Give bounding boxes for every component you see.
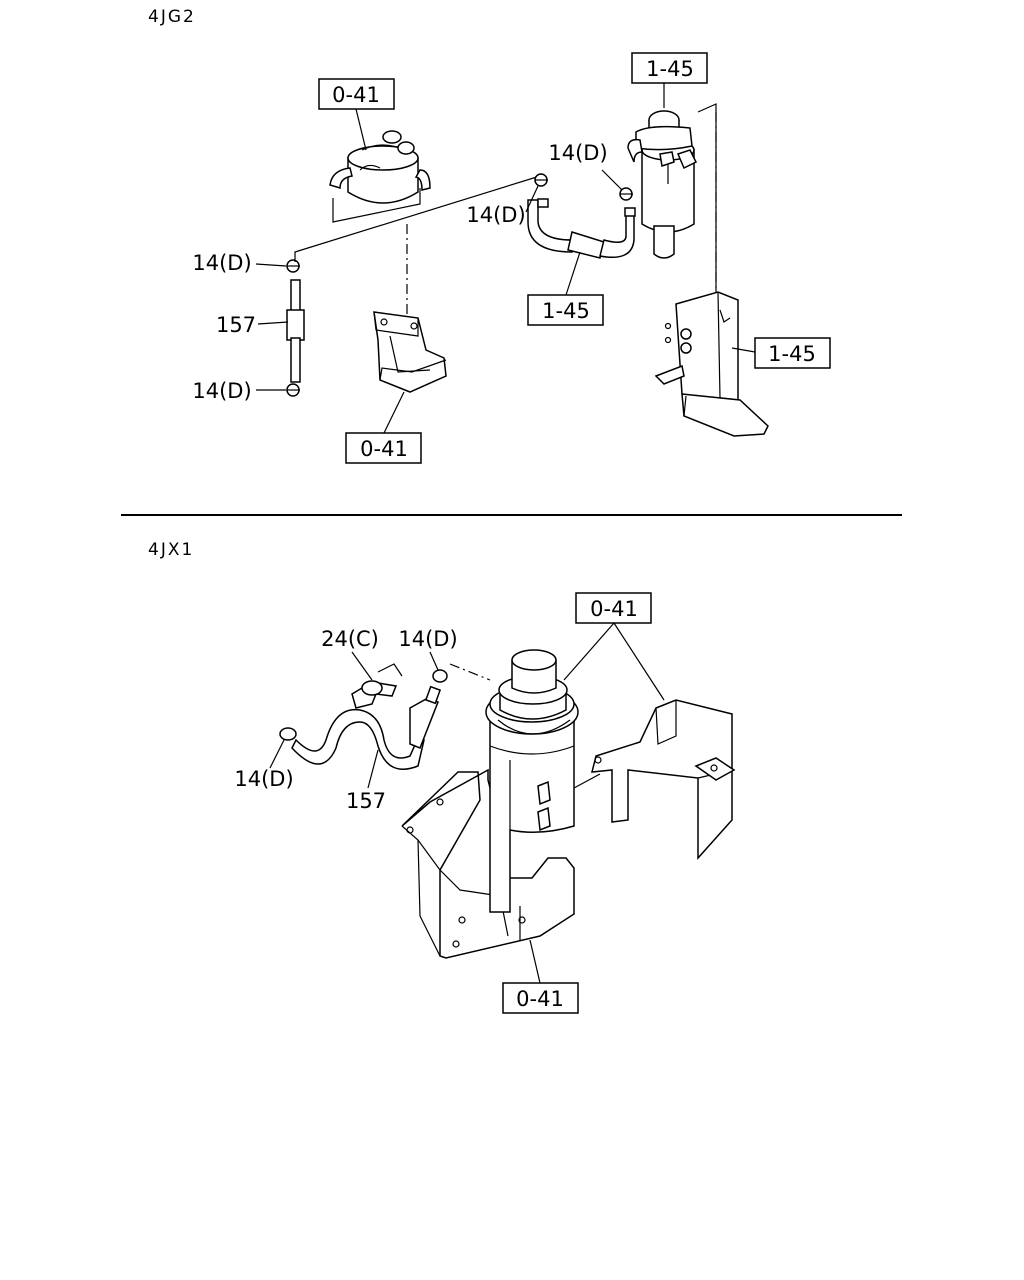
filter-bracket-4jg2 bbox=[373, 311, 447, 393]
clip-right-label-4jg2: 14(D) bbox=[548, 141, 607, 165]
section-header-4jg2: 4JG2 bbox=[148, 7, 196, 27]
side-bracket-4jx1 bbox=[573, 699, 736, 860]
hose-ref-label-4jg2: 1-45 bbox=[542, 299, 590, 323]
clamp-part-label-4jx1: 24(C) bbox=[321, 627, 379, 651]
label-box-bracket-ref-4jx1 bbox=[502, 982, 579, 1014]
fuel-filter-4jg2 bbox=[329, 130, 431, 204]
pump-ref-label-4jg2: 1-45 bbox=[646, 57, 694, 81]
hose-part-label-4jx1: 157 bbox=[346, 789, 386, 813]
bracket-ref-label-4jg2: 0-41 bbox=[360, 437, 408, 461]
fuel-filter-4jx1 bbox=[485, 649, 579, 913]
bracket-ref-label-4jx1: 0-41 bbox=[516, 987, 564, 1011]
label-box-bracket-ref-4jg2 bbox=[345, 432, 422, 464]
pump-hose-4jg2 bbox=[527, 198, 636, 259]
pump-bracket-4jg2 bbox=[654, 291, 769, 437]
clamp-24c-4jx1 bbox=[351, 663, 403, 709]
clip-upper-left-label-4jg2: 14(D) bbox=[192, 251, 251, 275]
filter-bracket-4jx1 bbox=[401, 768, 575, 959]
hose-part-label-4jg2: 157 bbox=[216, 313, 256, 337]
hose-157-4jg2 bbox=[286, 279, 305, 383]
label-box-pump-ref-4jg2 bbox=[631, 52, 708, 84]
label-box-filter-ref-4jx1 bbox=[575, 592, 652, 624]
clip-upper-label-4jx1: 14(D) bbox=[398, 627, 457, 651]
clip-lower-4jx1 bbox=[279, 727, 297, 741]
clip-lower-label-4jx1: 14(D) bbox=[234, 767, 293, 791]
pump-bracket-ref-label-4jg2: 1-45 bbox=[768, 342, 816, 366]
filter-ref-label-4jx1: 0-41 bbox=[590, 597, 638, 621]
hose-157-4jx1 bbox=[291, 685, 442, 770]
clip-right-4jg2 bbox=[619, 187, 633, 201]
label-box-pump-bracket-ref-4jg2 bbox=[754, 337, 831, 369]
clip-upper-left-4jg2 bbox=[286, 259, 300, 273]
section-header-4jx1: 4JX1 bbox=[148, 540, 194, 560]
filter-ref-label-4jg2: 0-41 bbox=[332, 83, 380, 107]
fuel-pump-4jg2 bbox=[627, 110, 698, 259]
clip-lower-left-4jg2 bbox=[286, 383, 300, 397]
clip-lower-left-label-4jg2: 14(D) bbox=[192, 379, 251, 403]
label-box-hose-ref-4jg2 bbox=[527, 294, 604, 326]
clip-mid-label-4jg2: 14(D) bbox=[466, 203, 525, 227]
clip-mid-4jg2 bbox=[534, 173, 548, 187]
clip-upper-4jx1 bbox=[432, 669, 448, 683]
